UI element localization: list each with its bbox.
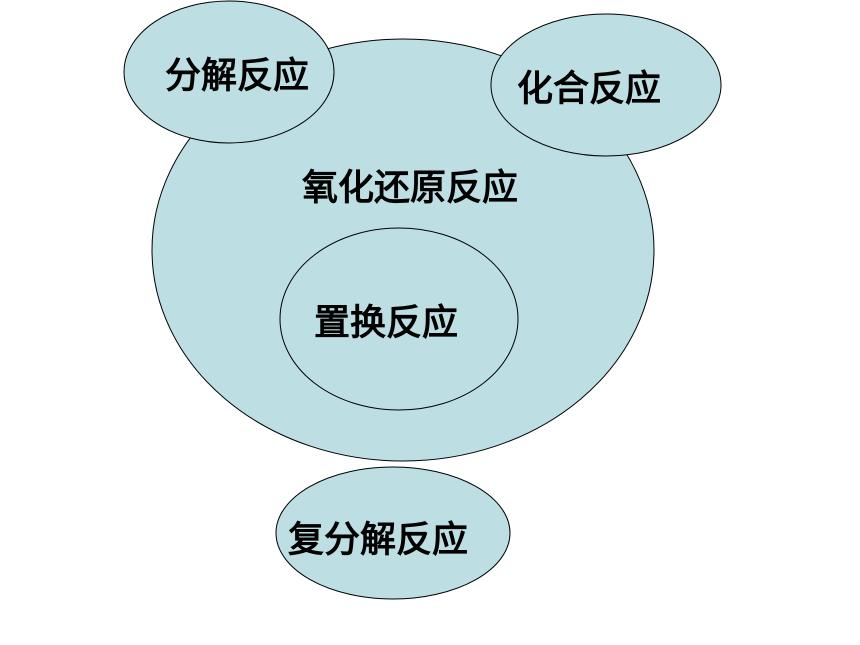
combination-label: 化合反应 xyxy=(517,69,661,110)
replacement-label: 置换反应 xyxy=(314,303,458,344)
replacement-ellipse xyxy=(279,227,519,411)
redox-label: 氧化还原反应 xyxy=(302,168,518,209)
combination-ellipse xyxy=(490,13,722,157)
double-decomposition-ellipse xyxy=(275,466,511,600)
decomposition-ellipse xyxy=(123,0,335,144)
double-decomposition-label: 复分解反应 xyxy=(288,520,468,561)
decomposition-label: 分解反应 xyxy=(165,56,309,97)
